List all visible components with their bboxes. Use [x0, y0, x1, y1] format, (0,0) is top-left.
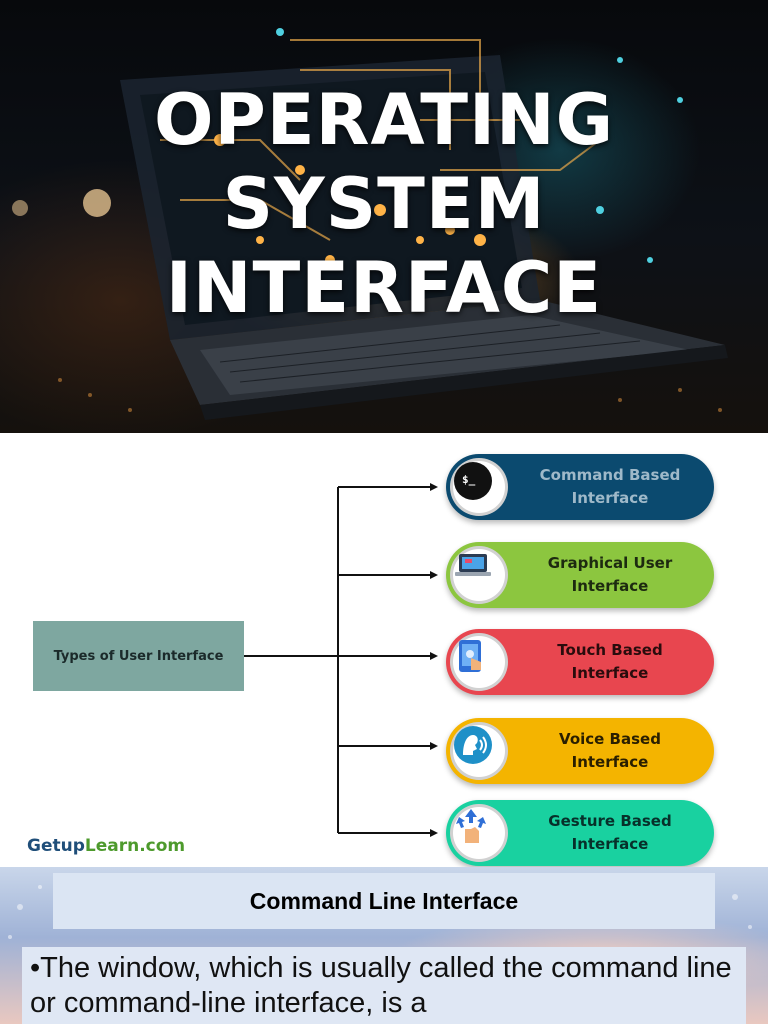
- terminal-icon: $_: [450, 458, 508, 516]
- hero-title-line-3: INTERFACE: [165, 247, 603, 329]
- hero-banner: OPERATING SYSTEM INTERFACE: [0, 0, 768, 433]
- hero-title-line-1: OPERATING: [153, 79, 615, 161]
- touch-screen-icon: [450, 633, 508, 691]
- graphical-user-interface-label: Graphical User Interface: [547, 554, 673, 595]
- gesture-based-interface-label: Gesture Based Interface: [548, 812, 672, 853]
- voice-icon: [450, 722, 508, 780]
- cli-bullet-text: •The window, which is usually called the…: [30, 952, 732, 1019]
- command-based-interface-pill: $_ Command Based Interface: [446, 454, 714, 520]
- brand-part-1: Getup: [27, 836, 85, 856]
- hero-title-line-2: SYSTEM: [222, 163, 546, 245]
- diagram-connectors: [244, 483, 438, 837]
- cli-section: Command Line Interface •The window, whic…: [0, 867, 768, 1024]
- touch-based-interface-label: Touch Based Interface: [557, 641, 663, 682]
- brand-part-2: Learn.com: [84, 836, 186, 856]
- cli-body: •The window, which is usually called the…: [22, 947, 746, 1024]
- voice-based-interface-label: Voice Based Interface: [559, 730, 661, 771]
- gesture-based-interface-pill: Gesture Based Interface: [446, 800, 714, 866]
- gesture-icon: [450, 804, 508, 862]
- cli-heading: Command Line Interface: [53, 873, 715, 929]
- brand-logo: GetupLearn.com: [27, 836, 185, 856]
- voice-based-interface-pill: Voice Based Interface: [446, 718, 714, 784]
- laptop-icon: [450, 546, 508, 604]
- hero-title: OPERATING SYSTEM INTERFACE: [0, 78, 768, 330]
- hero-background-art: [12, 28, 728, 420]
- ui-types-diagram: Types of User Interface $_ Command Based…: [0, 433, 768, 867]
- graphical-user-interface-pill: Graphical User Interface: [446, 542, 714, 608]
- cli-background-art: [8, 885, 752, 939]
- command-based-interface-label: Command Based Interface: [539, 466, 681, 507]
- touch-based-interface-pill: Touch Based Interface: [446, 629, 714, 695]
- types-of-ui-box: Types of User Interface: [33, 621, 244, 691]
- types-of-ui-label: Types of User Interface: [53, 648, 224, 664]
- svg-text:$_: $_: [462, 473, 476, 486]
